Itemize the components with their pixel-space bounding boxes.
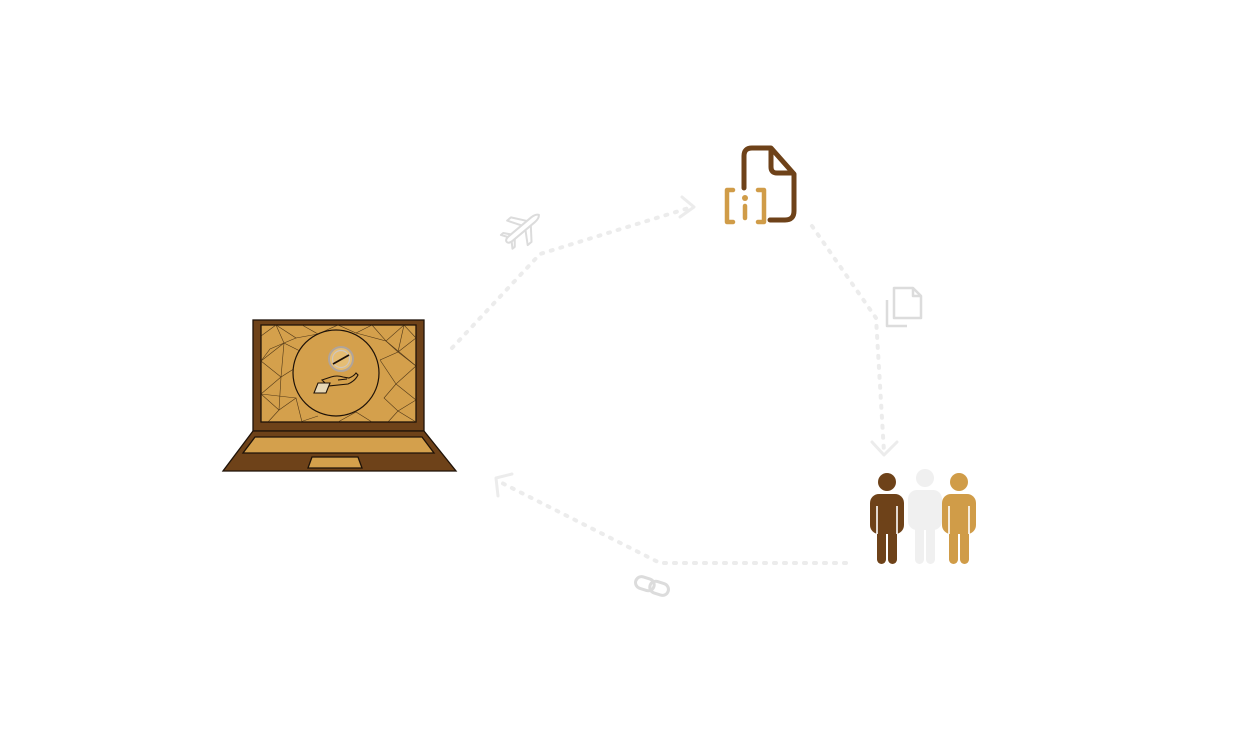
hand-icon — [313, 372, 359, 394]
person-right-icon — [942, 473, 976, 564]
link-icon — [634, 575, 670, 597]
edge-laptop-to-document — [450, 195, 696, 350]
copy-icon — [885, 286, 923, 328]
arrowhead-people — [870, 440, 899, 457]
screen-circle — [292, 329, 380, 417]
people-icon — [870, 469, 976, 564]
info-badge-dot — [742, 195, 748, 201]
airplane-icon — [499, 213, 540, 250]
laptop-touchpad — [307, 456, 363, 469]
person-middle-icon — [908, 469, 942, 564]
coin-icon — [328, 346, 354, 372]
screen-pattern — [260, 324, 417, 423]
arrowhead-document — [678, 195, 696, 219]
laptop-keyboard — [241, 436, 436, 454]
edge-document-to-people — [810, 224, 899, 457]
person-left-icon — [870, 473, 904, 564]
laptop-icon — [221, 319, 458, 472]
info-badge-icon — [724, 187, 767, 225]
document-info-icon — [724, 145, 797, 225]
edge-people-to-laptop — [494, 472, 848, 565]
arrowhead-laptop — [494, 472, 514, 498]
